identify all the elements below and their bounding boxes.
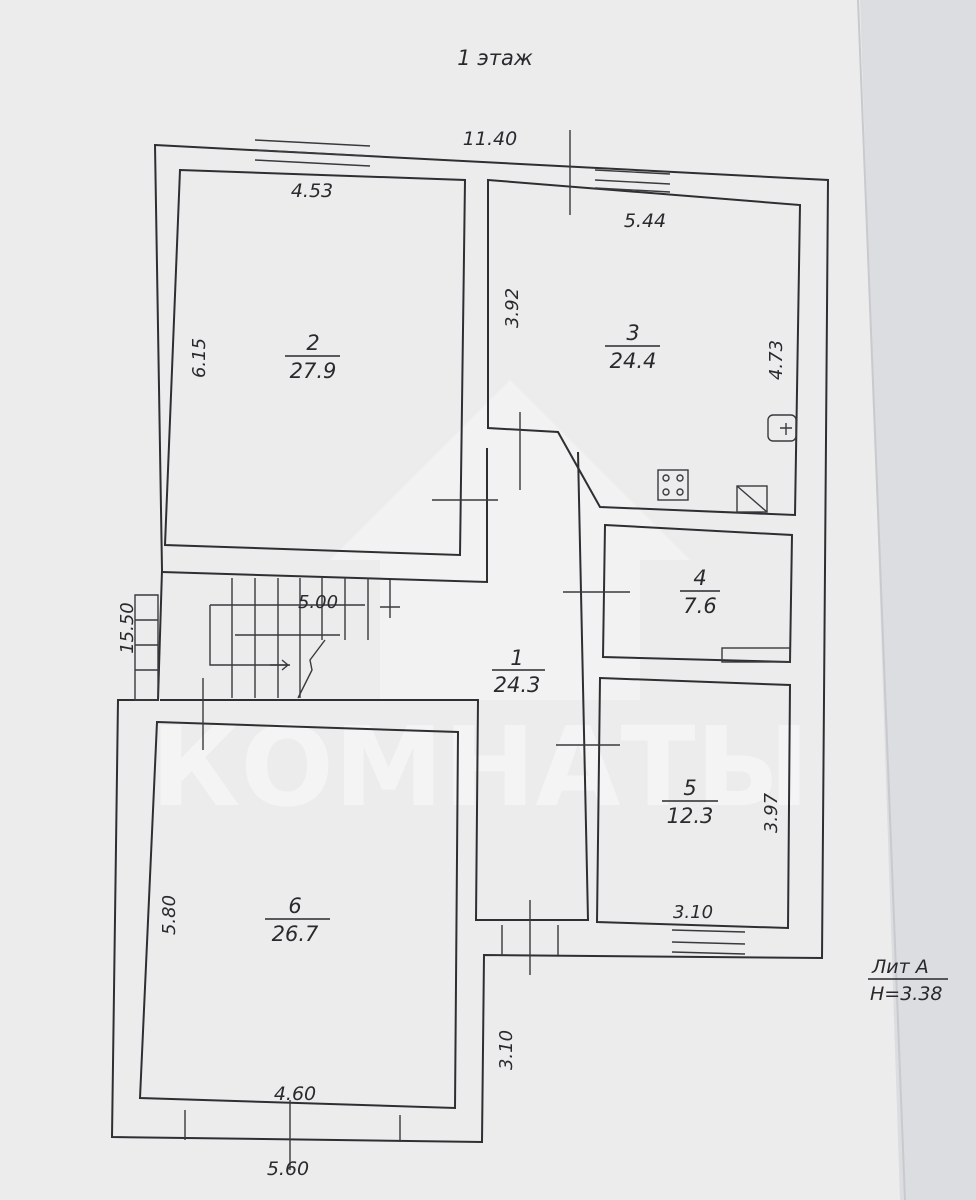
svg-text:1: 1 <box>510 646 523 670</box>
watermark-text: КОМНАТЫ <box>150 703 809 831</box>
room-6-width: 4.60 <box>274 1083 316 1105</box>
dim-stair-width: 5.00 <box>298 592 338 613</box>
svg-text:5: 5 <box>683 776 696 800</box>
watermark-house-icon <box>330 380 690 700</box>
dim-right-offset: 3.10 <box>496 1030 517 1070</box>
hall-wall-upper <box>161 448 488 584</box>
staircase <box>134 578 391 701</box>
dim-total-length: 15.50 <box>117 602 138 654</box>
svg-text:2: 2 <box>306 331 319 355</box>
room-2-length: 6.15 <box>189 338 210 378</box>
room-3-width: 5.44 <box>624 210 666 232</box>
room-3-length-left: 3.92 <box>502 288 523 328</box>
svg-text:6: 6 <box>288 894 301 918</box>
room-3-length-right: 4.73 <box>766 340 787 380</box>
legend-lit: Лит А <box>871 956 929 978</box>
stair-arrow-icon <box>270 659 290 671</box>
watermark: КОМНАТЫ <box>150 380 810 831</box>
door-marks <box>202 130 630 1170</box>
svg-text:7.6: 7.6 <box>683 594 716 618</box>
room-5-width: 3.10 <box>673 902 713 923</box>
svg-text:24.4: 24.4 <box>610 349 657 373</box>
svg-text:26.7: 26.7 <box>272 922 319 946</box>
room-2-outline <box>163 168 467 557</box>
dim-total-width: 11.40 <box>463 128 517 150</box>
room-label-2: 2 27.9 <box>285 331 340 383</box>
svg-text:12.3: 12.3 <box>667 804 714 828</box>
windows <box>184 139 746 1142</box>
boiler-icon <box>736 485 768 513</box>
room-label-3: 3 24.4 <box>605 321 660 373</box>
floor-title: 1 этаж <box>457 46 533 70</box>
room-6-length: 5.80 <box>159 895 180 935</box>
entrance-steps <box>134 594 159 701</box>
svg-text:24.3: 24.3 <box>494 673 541 697</box>
room-3-outline <box>487 178 802 517</box>
room-6-outline <box>138 720 460 1110</box>
room-label-6: 6 26.7 <box>265 894 330 946</box>
stove-icon <box>657 469 689 501</box>
building-legend: Лит А H=3.38 <box>868 956 948 1005</box>
svg-text:4: 4 <box>693 566 706 590</box>
sink-icon <box>767 414 797 442</box>
dim-bottom-width: 5.60 <box>267 1158 309 1180</box>
paper-edge <box>857 0 906 1200</box>
room-5-outline <box>595 676 792 930</box>
svg-text:3: 3 <box>626 321 639 345</box>
legend-height: H=3.38 <box>870 983 943 1005</box>
outer-wall <box>110 143 830 1144</box>
svg-text:27.9: 27.9 <box>290 359 337 383</box>
bath-fixture <box>721 647 791 663</box>
room-label-4: 4 7.6 <box>680 566 720 618</box>
hall-wall-lower <box>160 451 590 921</box>
room-5-length: 3.97 <box>761 792 782 833</box>
room-label-5: 5 12.3 <box>662 776 718 828</box>
paper-fold-shadow <box>860 0 976 1200</box>
room-label-1: 1 24.3 <box>492 646 545 697</box>
room-2-width: 4.53 <box>291 180 333 202</box>
